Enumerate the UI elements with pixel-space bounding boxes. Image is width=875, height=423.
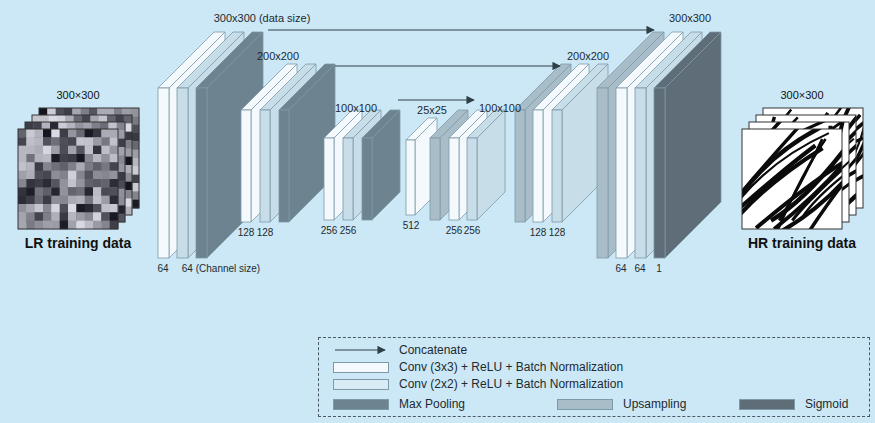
legend-swatch bbox=[333, 362, 389, 373]
channel-size-label: 128 bbox=[549, 226, 566, 239]
data-size-label: 200x200 bbox=[567, 50, 609, 63]
channel-size-label: 256 bbox=[446, 224, 463, 237]
legend-item: Conv (3x3) + ReLU + Batch Normalization bbox=[333, 360, 623, 374]
concatenate-arrow bbox=[268, 29, 654, 30]
legend-text: Concatenate bbox=[399, 343, 467, 357]
legend-text: Conv (2x2) + ReLU + Batch Normalization bbox=[399, 377, 623, 391]
channel-size-label: 512 bbox=[403, 219, 420, 232]
channel-size-label: 128 bbox=[530, 226, 547, 239]
concatenate-arrow bbox=[335, 65, 560, 66]
legend-text: Max Pooling bbox=[399, 397, 465, 411]
channel-size-label: 256 bbox=[340, 224, 357, 237]
channel-size-label: 64 bbox=[615, 262, 626, 275]
layer-slab bbox=[362, 110, 400, 220]
legend-item: Sigmoid bbox=[739, 397, 848, 411]
data-size-label: 300x300 bbox=[669, 12, 711, 25]
channel-size-label: 1 bbox=[656, 262, 662, 275]
legend-swatch bbox=[333, 399, 389, 410]
layer-slab bbox=[279, 64, 335, 222]
legend-text: Conv (3x3) + ReLU + Batch Normalization bbox=[399, 360, 623, 374]
concatenate-arrow bbox=[398, 99, 474, 100]
legend-item: Concatenate bbox=[333, 343, 467, 357]
legend-swatch bbox=[739, 399, 795, 410]
low-res-images bbox=[12, 104, 144, 232]
channel-size-label: 64 (Channel size) bbox=[182, 262, 260, 275]
channel-size-label: 128 bbox=[238, 226, 255, 239]
channel-size-label: 128 bbox=[257, 226, 274, 239]
training-data-stack: 300×300 HR training data bbox=[733, 88, 871, 252]
legend-text: Upsampling bbox=[623, 397, 686, 411]
data-size-label: 100x100 bbox=[479, 102, 521, 115]
channel-size-label: 256 bbox=[321, 224, 338, 237]
legend-arrow-sample bbox=[333, 344, 389, 356]
data-size-label: 300x300 (data size) bbox=[214, 12, 311, 25]
image-size-label: 300×300 bbox=[56, 88, 99, 102]
channel-size-label: 64 bbox=[157, 262, 168, 275]
data-size-label: 100x100 bbox=[335, 102, 377, 115]
high-res-images bbox=[736, 104, 868, 232]
data-size-label: 25x25 bbox=[417, 104, 447, 117]
layer-slab bbox=[654, 32, 721, 258]
data-size-label: 200x200 bbox=[257, 50, 299, 63]
legend-box: ConcatenateConv (3x3) + ReLU + Batch Nor… bbox=[318, 337, 870, 417]
legend-text: Sigmoid bbox=[805, 397, 848, 411]
data-title: LR training data bbox=[25, 234, 132, 252]
layer-slab bbox=[467, 110, 505, 220]
data-title: HR training data bbox=[748, 234, 856, 252]
legend-item: Max Pooling bbox=[333, 397, 465, 411]
training-data-stack: 300×300 LR training data bbox=[8, 88, 148, 252]
layer-slabs bbox=[158, 32, 721, 258]
legend-item: Upsampling bbox=[557, 397, 686, 411]
channel-size-label: 256 bbox=[464, 224, 481, 237]
legend-swatch bbox=[333, 379, 389, 390]
legend-item: Conv (2x2) + ReLU + Batch Normalization bbox=[333, 377, 623, 391]
image-size-label: 300×300 bbox=[780, 88, 823, 102]
channel-size-label: 64 bbox=[634, 262, 645, 275]
legend-swatch bbox=[557, 399, 613, 410]
